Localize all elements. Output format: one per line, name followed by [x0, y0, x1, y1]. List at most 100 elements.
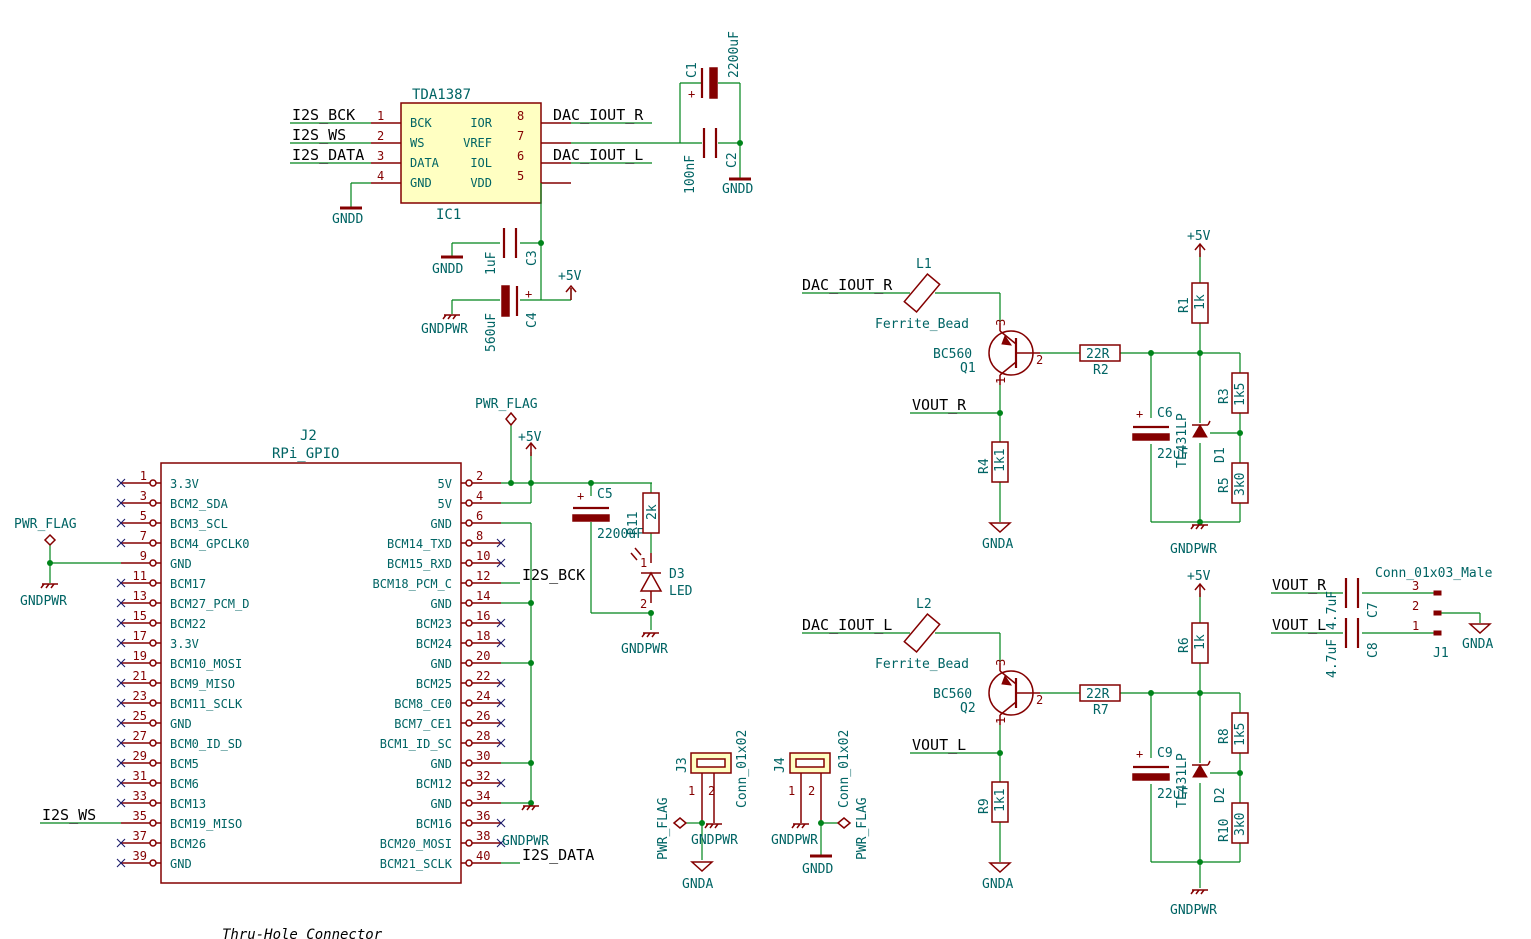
- net-label-dac-iout-r: DAC_IOUT_R: [553, 106, 644, 124]
- c4-value: 560uF: [484, 313, 499, 352]
- net-label-i2s-data: I2S_DATA: [522, 846, 594, 864]
- capacitor-c1[interactable]: + C1 2200uF: [685, 31, 742, 101]
- resistor-r5[interactable]: R5 3k0: [1217, 462, 1249, 504]
- r3-value: 1k5: [1233, 383, 1248, 406]
- capacitor-c3[interactable]: 1uF C3: [484, 228, 540, 275]
- j2-pin-name: GND: [430, 597, 452, 611]
- j2-pin-num: 4: [476, 489, 483, 503]
- pwr-flag-symbol: PWR_FLAG: [836, 797, 870, 860]
- svg-text:PWR_FLAG: PWR_FLAG: [656, 797, 671, 860]
- svg-text:GNDPWR: GNDPWR: [20, 594, 67, 609]
- gnda-symbol: GNDA: [982, 522, 1013, 552]
- r6-ref: R6: [1177, 637, 1192, 653]
- j4-wiring: [818, 820, 838, 855]
- j2-pin-name: BCM12: [416, 777, 452, 791]
- j2-pin-num: 38: [476, 829, 490, 843]
- ic1-pin-name: VREF: [463, 136, 492, 150]
- svg-text:GNDD: GNDD: [722, 182, 753, 197]
- j1-ref: J1: [1433, 646, 1449, 661]
- d3-value: LED: [669, 584, 693, 599]
- connector-j3[interactable]: 1 2 J3 Conn_01x02: [675, 730, 750, 823]
- no-connect-marker: [116, 798, 126, 808]
- ic1-pin-num: 3: [377, 149, 384, 163]
- gndpwr-symbol: GNDPWR: [1170, 889, 1217, 918]
- ic1-pin-num: 7: [517, 129, 524, 143]
- transistor-q1[interactable]: 3 2 1 BC560 Q1: [933, 319, 1043, 385]
- ic1-pin-name: WS: [410, 136, 424, 150]
- capacitor-c4[interactable]: + 560uF C4: [484, 285, 540, 352]
- gndpwr-symbol: GNDPWR: [1170, 524, 1217, 557]
- r4-ref: R4: [977, 458, 992, 474]
- resistor-r4[interactable]: R4 1k1: [977, 441, 1009, 483]
- resistor-r10[interactable]: R10 3k0: [1217, 802, 1249, 844]
- j2-pin-name: BCM17: [170, 577, 206, 591]
- j2-pin-name: BCM1_ID_SC: [380, 737, 452, 751]
- r7-ref: R7: [1093, 703, 1109, 718]
- capacitor-c2[interactable]: 100nF C2: [683, 128, 740, 194]
- shunt-regulator-d1[interactable]: TL431LP D1: [1175, 413, 1228, 468]
- resistor-r1[interactable]: R1 1k: [1177, 282, 1209, 324]
- capacitor-c7[interactable]: 4.7uF C7: [1325, 578, 1381, 630]
- led-d3[interactable]: 1 2 D3 LED: [630, 547, 693, 611]
- resistor-r9[interactable]: R9 1k1: [977, 781, 1009, 823]
- ic1-pin-num: 2: [377, 129, 384, 143]
- capacitor-c5[interactable]: + C5 2200uF: [572, 487, 644, 542]
- transistor-q2[interactable]: 3 2 1 BC560 Q2: [933, 659, 1043, 725]
- j2-pin-name: BCM24: [416, 637, 452, 651]
- gndd-symbol: GNDD: [432, 255, 463, 277]
- output-wiring: [1271, 592, 1481, 634]
- resistor-r7[interactable]: 22R R7: [1079, 684, 1121, 718]
- gnda-symbol: GNDA: [982, 862, 1013, 892]
- connector-j2-rpi-gpio[interactable]: J2 RPi_GPIO 13.3V3BCM2_SDA5BCM3_SCL7BCM4…: [116, 428, 506, 884]
- q2-value: BC560: [933, 687, 972, 702]
- connector-j1[interactable]: 3 2 1 Conn_01x03_Male J1: [1375, 566, 1493, 661]
- no-connect-marker: [116, 578, 126, 588]
- ic1-pin-num: 5: [517, 169, 524, 183]
- ic1-tda1387[interactable]: TDA1387 IC1 1 2 3 4 BCK WS DATA GND 8 7 …: [371, 87, 571, 223]
- no-connect-marker: [116, 678, 126, 688]
- j2-pin-num: 18: [476, 629, 490, 643]
- c5-value: 2200uF: [597, 527, 644, 542]
- svg-text:PWR_FLAG: PWR_FLAG: [855, 797, 870, 860]
- j2-pin-name: BCM0_ID_SD: [170, 737, 242, 751]
- l1-value: Ferrite_Bead: [875, 317, 969, 332]
- net-label-i2s-ws: I2S_WS: [42, 806, 96, 824]
- c7-value: 4.7uF: [1325, 591, 1340, 630]
- pwr-flag-symbol: PWR_FLAG: [656, 797, 688, 860]
- svg-text:1: 1: [994, 377, 1008, 384]
- resistor-r11[interactable]: R11 2k: [626, 492, 660, 535]
- j2-pin-num: 35: [133, 809, 147, 823]
- ic1-value: TDA1387: [412, 87, 471, 103]
- j2-pin-name: BCM5: [170, 757, 199, 771]
- capacitor-c8[interactable]: 4.7uF C8: [1325, 618, 1381, 678]
- no-connect-marker: [116, 518, 126, 528]
- svg-text:+: +: [525, 287, 532, 301]
- resistor-r2[interactable]: 22R R2: [1079, 344, 1121, 378]
- plus5v-symbol: +5V: [1187, 229, 1211, 257]
- resistor-r3[interactable]: R3 1k5: [1217, 372, 1249, 414]
- svg-text:1: 1: [688, 784, 695, 798]
- r5-value: 3k0: [1233, 473, 1248, 496]
- no-connect-marker: [116, 758, 126, 768]
- shunt-regulator-d2[interactable]: TL431LP D2: [1175, 753, 1228, 808]
- r6-value: 1k: [1193, 634, 1208, 650]
- svg-text:2: 2: [1036, 353, 1043, 367]
- svg-text:+: +: [1136, 747, 1143, 761]
- svg-text:2: 2: [1036, 693, 1043, 707]
- svg-text:+: +: [577, 489, 584, 503]
- no-connect-marker: [496, 638, 506, 648]
- j2-pin-num: 15: [133, 609, 147, 623]
- j2-pin-name: BCM9_MISO: [170, 677, 235, 691]
- resistor-r8[interactable]: R8 1k5: [1217, 712, 1249, 754]
- ferrite-bead-l2[interactable]: L2 Ferrite_Bead: [875, 597, 969, 672]
- resistor-r6[interactable]: R6 1k: [1177, 622, 1209, 664]
- connector-j4[interactable]: 1 2 J4 Conn_01x02: [773, 730, 852, 823]
- ic1-pin-name: VDD: [470, 176, 492, 190]
- capacitor-c9[interactable]: + C9 22uF: [1132, 746, 1188, 802]
- j2-pin-num: 10: [476, 549, 490, 563]
- svg-text:GNDPWR: GNDPWR: [1170, 903, 1217, 918]
- j2-pin-name: 5V: [438, 497, 452, 511]
- svg-text:GNDPWR: GNDPWR: [771, 833, 818, 848]
- ferrite-bead-l1[interactable]: L1 Ferrite_Bead: [875, 257, 969, 332]
- capacitor-c6[interactable]: + C6 22uF: [1132, 406, 1188, 462]
